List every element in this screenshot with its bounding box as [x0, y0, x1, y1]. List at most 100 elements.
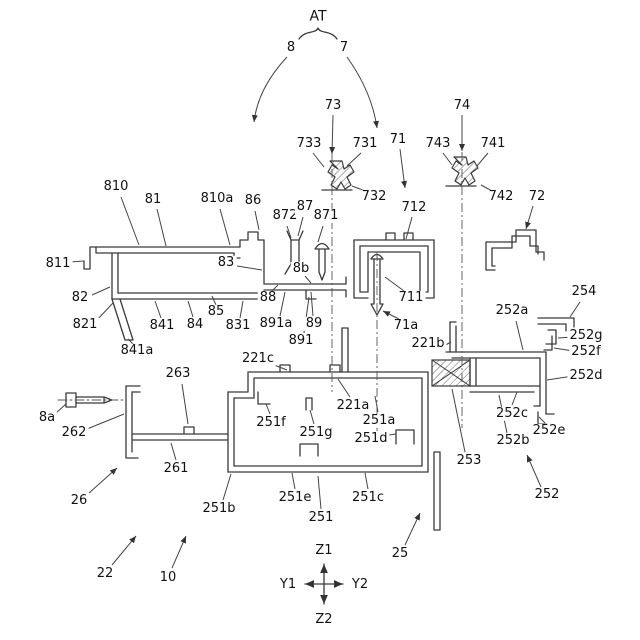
ref-label-741: 741	[478, 135, 508, 152]
leader-253	[451, 388, 466, 453]
ref-label-84: 84	[184, 316, 206, 333]
ref-label-252: 252	[532, 486, 562, 503]
ref-label-732: 732	[359, 188, 389, 205]
leader-89	[310, 291, 314, 317]
ref-label-251: 251	[306, 509, 336, 526]
ref-label-261: 261	[161, 460, 191, 477]
center-rail-assembly-251	[227, 327, 429, 473]
leader-81	[156, 208, 167, 247]
ref-label-88: 88	[257, 289, 279, 306]
leader-871	[317, 225, 324, 243]
hatched-junction-253	[431, 359, 471, 387]
ref-label-891: 891	[286, 332, 316, 349]
leader-711	[384, 276, 405, 292]
bolt-8a	[57, 392, 125, 408]
leader-22	[111, 535, 137, 566]
ref-label-71a: 71a	[391, 317, 421, 334]
leader-71a	[382, 310, 400, 320]
leader-733	[312, 152, 325, 168]
lower-post-25	[433, 451, 441, 531]
ref-label-25: 25	[389, 545, 411, 562]
leader-252e	[538, 416, 546, 424]
leader-891a	[279, 291, 286, 317]
ref-label-74: 74	[451, 97, 473, 114]
leader-82	[91, 286, 111, 296]
pin-871	[314, 242, 330, 281]
ref-label-8a: 8a	[36, 409, 58, 426]
leader-251	[317, 475, 322, 510]
leader-252	[526, 454, 542, 488]
leader-831	[239, 300, 244, 319]
leader-252c	[511, 391, 518, 406]
leader-26	[88, 467, 118, 494]
ref-label-221b: 221b	[409, 335, 447, 352]
ref-label-87: 87	[294, 198, 316, 215]
ref-label-8: 8	[284, 39, 298, 56]
ref-label-742: 742	[486, 188, 516, 205]
bracket-254	[537, 317, 575, 332]
ref-label-810a: 810a	[198, 190, 236, 207]
ref-label-251f: 251f	[254, 414, 288, 431]
leader-84	[187, 300, 194, 318]
ref-label-712: 712	[399, 199, 429, 216]
ref-label-71: 71	[387, 131, 409, 148]
ref-label-26: 26	[68, 492, 90, 509]
leader-262	[86, 413, 125, 430]
left-rail-assembly-26	[125, 385, 229, 459]
ref-label-731: 731	[350, 135, 380, 152]
leader-743	[442, 152, 453, 166]
ref-label-252f: 252f	[569, 343, 603, 360]
leader-7	[346, 56, 380, 129]
profile-72	[485, 229, 545, 271]
right-rail-assembly-252	[445, 321, 557, 425]
leader-8a	[55, 403, 67, 414]
ref-label-at: AT	[307, 8, 329, 25]
at-brace	[298, 27, 338, 40]
ref-label-81: 81	[142, 191, 164, 208]
leader-251e	[291, 472, 296, 490]
ref-label-251e: 251e	[276, 489, 314, 506]
ref-label-872: 872	[270, 207, 300, 224]
ref-label-221a: 221a	[334, 397, 372, 414]
ref-label-891a: 891a	[257, 315, 295, 332]
ref-label-841a: 841a	[118, 342, 156, 359]
ref-label-89: 89	[303, 315, 325, 332]
ref-label-831: 831	[223, 317, 253, 334]
ref-label-252a: 252a	[493, 302, 531, 319]
leader-712	[405, 216, 413, 240]
ref-label-86: 86	[242, 192, 264, 209]
ref-label-83: 83	[215, 254, 237, 271]
leader-25	[404, 512, 421, 546]
leader-83	[236, 265, 263, 271]
ref-label-82: 82	[69, 289, 91, 306]
axis-compass	[304, 563, 344, 605]
leader-252a	[515, 320, 524, 351]
leader-810a	[219, 208, 231, 246]
leader-71	[399, 148, 408, 189]
ref-label-251a: 251a	[360, 412, 398, 429]
ref-label-252g: 252g	[567, 327, 605, 344]
ref-label-73: 73	[322, 97, 344, 114]
ref-label-251d: 251d	[352, 430, 390, 447]
ref-label-y1: Y1	[277, 576, 299, 593]
leader-72	[525, 205, 534, 230]
ref-label-8b: 8b	[290, 260, 312, 277]
ref-label-252b: 252b	[494, 432, 532, 449]
ref-label-821: 821	[70, 316, 100, 333]
leader-86	[254, 210, 260, 231]
leader-841a	[127, 338, 134, 345]
ref-label-711: 711	[396, 289, 426, 306]
leader-810	[120, 196, 140, 246]
leader-251f	[265, 403, 271, 415]
ref-label-252d: 252d	[567, 367, 605, 384]
ref-label-85: 85	[205, 303, 227, 320]
ref-label-251c: 251c	[350, 489, 386, 506]
ref-label-262: 262	[59, 424, 89, 441]
fastener-73	[321, 160, 355, 191]
ref-label-254: 254	[569, 283, 599, 300]
ref-label-251b: 251b	[200, 500, 238, 517]
leader-221a	[337, 378, 351, 398]
